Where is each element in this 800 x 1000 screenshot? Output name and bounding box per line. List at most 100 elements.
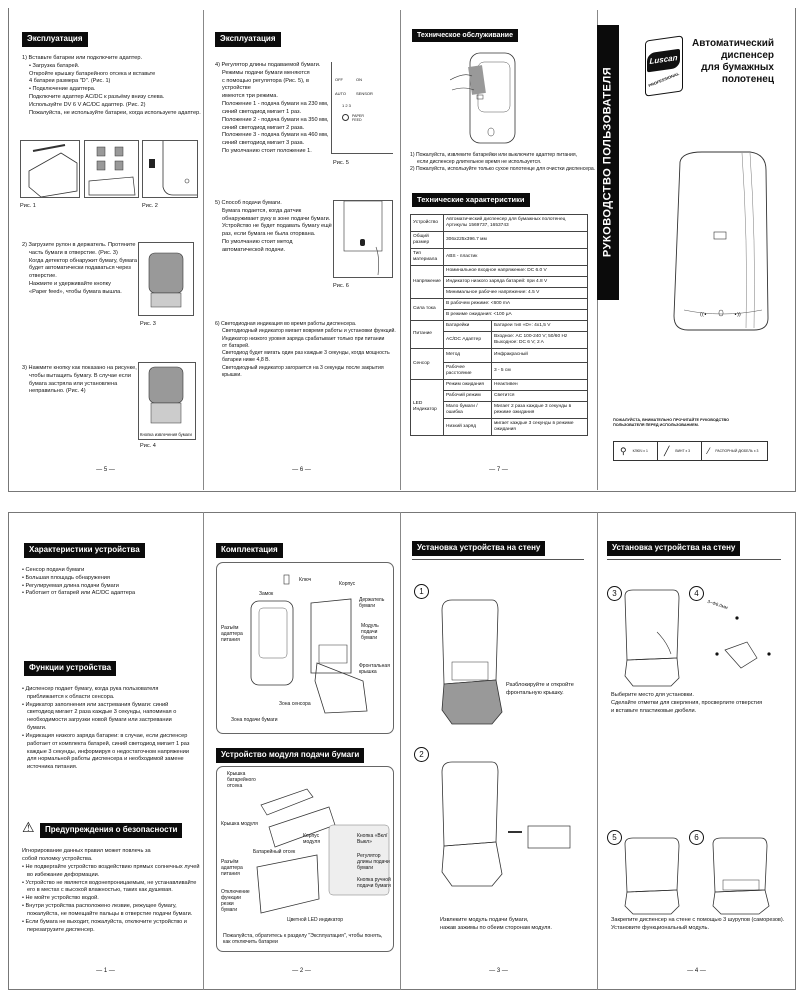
- divider: [607, 559, 781, 560]
- list-item-text: Не мойте устройство водой.: [25, 895, 99, 902]
- page-number: — 5 —: [96, 467, 115, 473]
- text-line: если диспенсер длительное время не испол…: [417, 159, 542, 166]
- page-number: — 7 —: [489, 467, 508, 473]
- screw-icon: ╱: [663, 445, 670, 456]
- paper-roll-illustration: [138, 242, 194, 316]
- list-item: • Устройство не является водонепроницаем…: [22, 879, 197, 894]
- luscan-logo: Luscan PROFESSIONAL: [645, 35, 683, 97]
- spec-value-line: Автоматический диспенсер для бумажных по…: [446, 217, 566, 222]
- callout-label: Держатель бумаги: [359, 597, 385, 609]
- text-line: 2) Пожалуйста, используйте только сухое …: [410, 166, 596, 173]
- text-line: Положение 2 - подача бумаги на 350 мм,: [222, 116, 329, 123]
- list-item: • Индикация низкого заряда батареи: в сл…: [22, 732, 190, 771]
- switch-label: AUTO: [335, 91, 347, 96]
- list-item-text: Устройство не является водонепроницаемым…: [25, 879, 197, 894]
- step-number: 1: [414, 584, 429, 599]
- list-item: • Диспенсер подает бумагу, когда рука по…: [22, 686, 159, 700]
- callout-label: Батарейный отсек: [253, 849, 296, 855]
- dowel-icon: ⁄: [707, 445, 710, 456]
- fold-line: [400, 10, 401, 490]
- list-item-text: Если бумага не выходит, пожалуйста, откл…: [25, 918, 187, 933]
- text-line: синий светодиод мигает 3 раза.: [222, 140, 305, 147]
- list-item: • Не мойте устройство водой.: [22, 895, 99, 902]
- callout-label: Замок: [259, 591, 274, 597]
- spec-key: Общий размер: [410, 230, 444, 249]
- callout-label: Разъём адаптера питания: [221, 859, 243, 877]
- page-2: Комплектация Ключ Корпус Замок Держатель…: [203, 512, 400, 990]
- list-item: • Внутри устройства расположено лезвие, …: [22, 903, 193, 917]
- spec-subkey: Режим ожидания: [443, 378, 492, 391]
- text-line: • Подключение адаптера.: [29, 86, 96, 93]
- spec-subkey: Батарейки: [443, 319, 492, 332]
- text-line: 1) Пожалуйста, извлеките батарейки или в…: [410, 152, 578, 158]
- text-line: «Paper feed», чтобы бумага вышла.: [29, 288, 122, 295]
- text-line: батареи ниже 4,8 В.: [222, 357, 271, 364]
- text-line: Выберите место для установки.: [611, 692, 694, 698]
- fold-line: [597, 512, 598, 990]
- spec-key: Сенсор: [410, 347, 444, 380]
- functions-list: • Диспенсер подает бумагу, когда рука по…: [22, 686, 192, 772]
- section-header: Технические характеристики: [412, 193, 530, 208]
- read-manual-note: ПОЖАЛУЙСТА, ВНИМАТЕЛЬНО ПРОЧИТАЙТЕ РУКОВ…: [613, 418, 729, 429]
- text-line: Нажмите и удерживайте кнопку: [29, 281, 111, 288]
- callout-label: Цветной LED индикатор: [287, 917, 344, 923]
- product-title: Автоматический диспенсер для бумажных по…: [692, 38, 774, 86]
- fold-line: [203, 512, 204, 990]
- list-item-text: Не подвергайте устройство воздействию пр…: [25, 864, 200, 878]
- list-item-text: Индикация низкого заряда батареи: в случ…: [25, 732, 190, 771]
- top-sheet: [8, 8, 796, 492]
- svg-text:•)): •)): [734, 312, 741, 318]
- accessory-dowel: ⁄РАСПОРНЫЙ ДЮБЕЛЬ x 3: [702, 442, 767, 460]
- spec-value: В режиме ожидания: <100 μA: [443, 308, 588, 321]
- switch-label: ON: [356, 77, 362, 82]
- text-line: 4 батареи размера "D". (Рис. 1): [29, 78, 111, 85]
- spec-key: Тип материала: [410, 247, 444, 266]
- list-item-text: Сенсор подачи бумаги: [25, 567, 85, 573]
- step-number: 6: [689, 830, 704, 845]
- text-line: Подключите адаптер AC/DC к разъёму внизу…: [29, 94, 165, 101]
- page-number: — 3 —: [489, 968, 508, 974]
- key-icon: ⚲: [620, 445, 627, 456]
- svg-text:((•: ((•: [700, 312, 707, 318]
- list-item: • Регулируемая длина подачи бумаги: [22, 582, 119, 589]
- cover-page: РУКОВОДСТВО ПОЛЬЗОВАТЕЛЯ Luscan PROFESSI…: [597, 0, 796, 490]
- step-number: 4: [689, 586, 704, 601]
- title-line: диспенсер: [721, 50, 774, 61]
- spec-value: Инфракрасный: [491, 347, 588, 363]
- list-item-text: Большая площадь обнаружения: [25, 574, 110, 581]
- page-1: Характеристики устройства • Сенсор подач…: [8, 512, 203, 990]
- spec-value-line: Выходное: DC 6 V; 2 A: [494, 339, 544, 345]
- batteries-illustration: [84, 140, 139, 198]
- install-module-illustration: [712, 837, 770, 915]
- hand-sensor-illustration: [333, 200, 393, 278]
- page-number: — 4 —: [687, 968, 706, 974]
- vertical-title-band: РУКОВОДСТВО ПОЛЬЗОВАТЕЛЯ: [597, 25, 619, 300]
- text-line: с помощью регулятора (Рис. 5), в устройс…: [222, 77, 310, 92]
- text-line: обнаруживает руку в зоне подачи бумаги.: [222, 215, 331, 222]
- text-line: Положение 1 - подача бумаги на 230 мм,: [222, 101, 329, 108]
- list-item: • Если бумага не выходит, пожалуйста, от…: [22, 918, 187, 933]
- warnings-list: • Не подвергайте устройство воздействию …: [22, 864, 202, 934]
- cleaning-illustration: [450, 52, 516, 144]
- list-item: • Индикатор заполнения или застревания б…: [22, 701, 177, 732]
- section-header: Эксплуатация: [22, 32, 88, 47]
- spec-value-line: Артикулы 1569737, 1653743: [446, 222, 509, 228]
- list-item-text: Внутри устройства расположено лезвие, ре…: [25, 903, 193, 917]
- text-line: и вставьте пластиковые дюбели.: [611, 707, 697, 714]
- warning-icon: ⚠: [22, 819, 35, 835]
- text-line: Пожалуйста, не используйте батареи, когд…: [29, 109, 201, 116]
- callout-label: Фронтальная крышка: [359, 663, 390, 675]
- text-line: неправильно. (Рис. 4): [29, 388, 86, 395]
- list-item-text: Индикатор заполнения или застревания бум…: [25, 701, 177, 732]
- text-line: ПОЖАЛУЙСТА, ВНИМАТЕЛЬНО ПРОЧИТАЙТЕ РУКОВ…: [613, 418, 730, 422]
- callout-label: Разъём адаптера питания: [221, 625, 243, 643]
- step-3-text: 3) Нажмите кнопку как показано на рисунк…: [22, 365, 140, 396]
- spec-key: LED Индикатор: [410, 378, 444, 436]
- text-line: ПОЛЬЗОВАТЕЛЯ ПЕРЕД ИСПОЛЬЗОВАНИЕМ.: [613, 423, 699, 428]
